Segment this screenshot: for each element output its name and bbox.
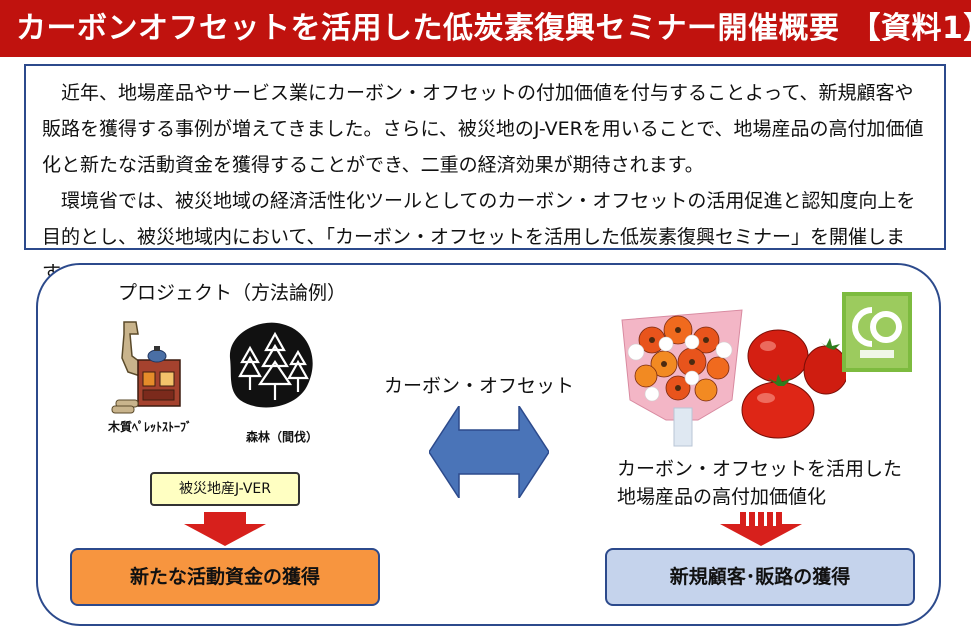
local-products-caption-line-2: 地場産品の高付加価値化 [617,486,827,508]
carbon-offset-label: カーボン・オフセット [384,375,575,397]
local-products-caption-line-1: カーボン・オフセットを活用した [617,458,903,480]
customer-outcome-box: 新規顧客･販路の獲得 [605,548,915,606]
page-title: カーボンオフセットを活用した低炭素復興セミナー開催概要 【資料1】 [0,0,971,57]
double-arrow-icon [429,406,549,498]
stove-caption: 木質ﾍﾟﾚｯﾄｽﾄｰﾌﾞ [108,420,193,434]
pellet-stove-icon [111,321,181,414]
intro-paragraph-2: 環境省では、被災地域の経済活性化ツールとしてのカーボン・オフセットの活用促進と認… [42,190,916,284]
jver-label-box: 被災地産J-VER [150,472,300,506]
flower-bouquet-icon [621,309,743,447]
funding-outcome-box: 新たな活動資金の獲得 [70,548,380,606]
down-arrow-icon [184,512,266,546]
intro-paragraph-1: 近年、地場産品やサービス業にカーボン・オフセットの付加価値を付与することよって、… [42,82,924,176]
tomato-icon [741,329,846,439]
intro-text-box: 近年、地場産品やサービス業にカーボン・オフセットの付加価値を付与することよって、… [24,64,946,284]
forest-caption: 森林（間伐） [246,430,319,444]
co2-offset-logo-icon [842,292,912,372]
project-label: プロジェクト（方法論例） [118,282,347,304]
down-arrow-icon [720,512,802,546]
local-products-caption: カーボン・オフセットを活用した 地場産品の高付加価値化 [617,455,902,511]
forest-icon [229,322,313,408]
